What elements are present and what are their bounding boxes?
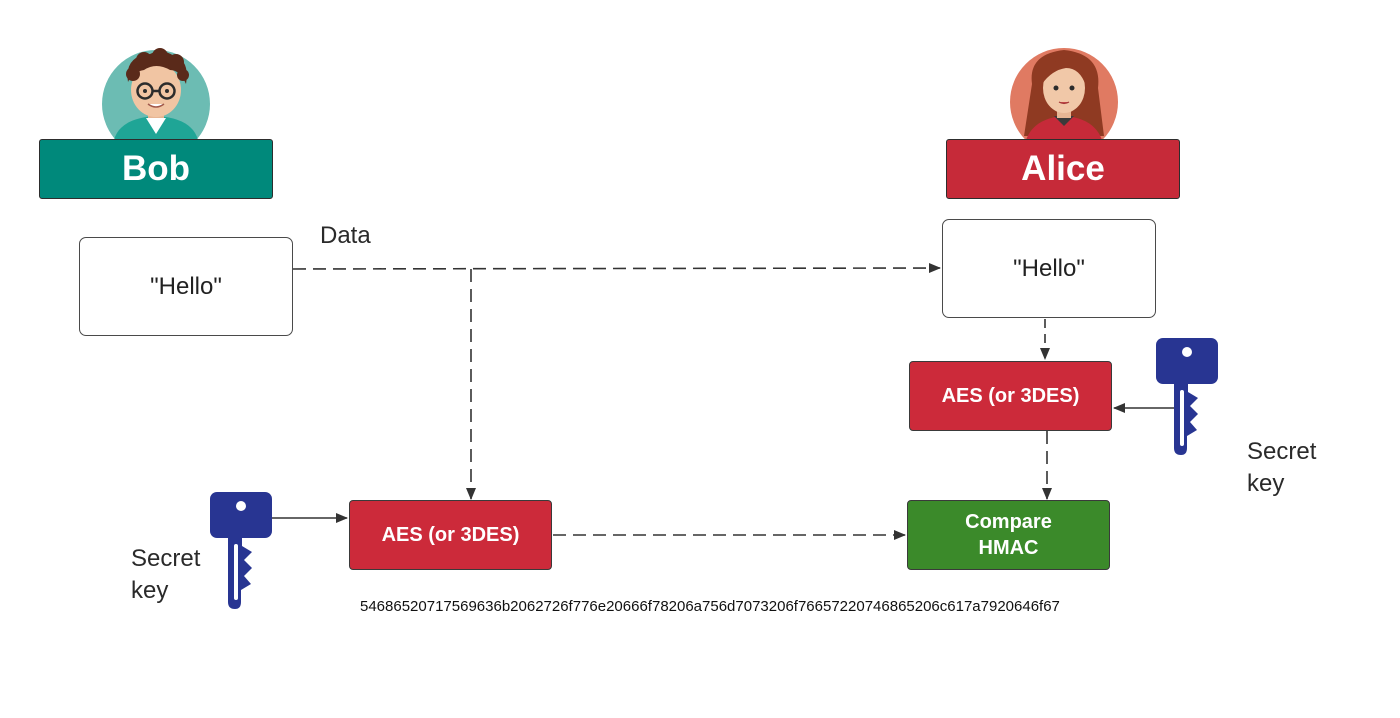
alice-aes-box: AES (or 3DES): [909, 361, 1112, 431]
alice-key-label-line-1: Secret: [1247, 438, 1317, 465]
alice-avatar: [1010, 48, 1118, 140]
compare-hmac-box: Compare HMAC: [907, 500, 1110, 570]
data-label: Data: [320, 222, 371, 249]
bob-aes-label: AES (or 3DES): [381, 524, 520, 546]
bob-name-bar: Bob: [39, 139, 273, 199]
bob-name: Bob: [121, 149, 191, 188]
alice-aes-label: AES (or 3DES): [941, 385, 1080, 407]
bob-key-icon: [210, 492, 272, 609]
alice-message-text: "Hello": [1013, 254, 1085, 282]
bob-message-box: "Hello": [79, 237, 293, 336]
data-arrow: [292, 263, 941, 274]
bob-aes-box: AES (or 3DES): [349, 500, 552, 570]
compare-line-1: Compare: [965, 511, 1052, 533]
alice-name: Alice: [1021, 149, 1105, 188]
compare-line-2: HMAC: [978, 537, 1039, 559]
hmac-value: 54686520717569636b2062726f776e20666f7820…: [360, 598, 1060, 615]
alice-message-box: "Hello": [942, 219, 1156, 318]
bob-key-label: Secret key: [131, 543, 200, 607]
bob-key-label-line-1: Secret: [131, 545, 201, 572]
alice-name-bar: Alice: [946, 139, 1180, 199]
alice-key-label-line-2: key: [1247, 470, 1285, 497]
bob-avatar: [102, 48, 210, 140]
alice-key-label: Secret key: [1247, 436, 1316, 500]
bob-key-label-line-2: key: [131, 577, 169, 604]
alice-key-icon: [1156, 338, 1218, 455]
bob-message-text: "Hello": [150, 272, 222, 300]
